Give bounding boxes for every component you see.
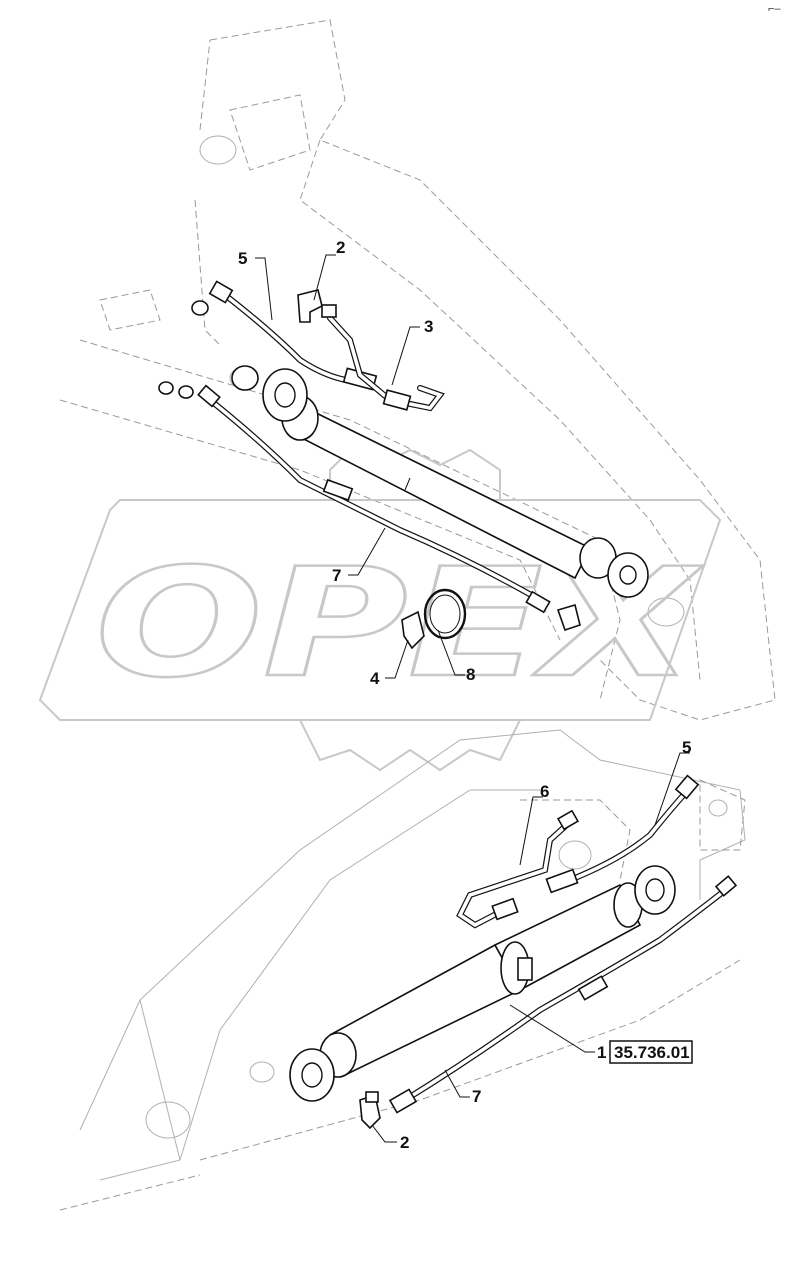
label-bottom-2: 2 [400,1133,409,1152]
label-top-3: 3 [424,317,433,336]
bottom-elbow-2 [359,1091,381,1130]
label-bottom-1: 1 [597,1043,606,1062]
label-bottom-5: 5 [682,738,691,757]
bottom-pipe-6 [456,809,580,929]
top-hose-7 [197,384,551,614]
top-small-fittings [158,300,581,632]
label-top-4: 4 [370,669,380,688]
bottom-leaders [371,752,690,1143]
bottom-machine-frame [59,729,746,1211]
reference-number[interactable]: 35.736.01 [614,1043,690,1062]
top-ring-8 [423,588,467,640]
top-elbow-2 [297,289,337,323]
bottom-hose-5 [545,774,700,894]
label-bottom-6: 6 [540,782,549,801]
top-cylinder [231,365,649,598]
label-top-5: 5 [238,249,247,268]
reference-box [609,1040,693,1064]
label-top-8: 8 [466,665,475,684]
bottom-hose-7 [388,875,738,1114]
bottom-cylinder [289,865,676,1102]
top-pipe-3 [327,315,445,412]
label-bottom-7: 7 [472,1087,481,1106]
label-top-2: 2 [336,238,345,257]
watermark: OPEX [38,448,722,772]
top-clamp-4 [401,610,425,650]
corner-mark: ⌐– [768,3,781,15]
top-leaders [255,254,465,679]
label-top-7: 7 [332,566,341,585]
